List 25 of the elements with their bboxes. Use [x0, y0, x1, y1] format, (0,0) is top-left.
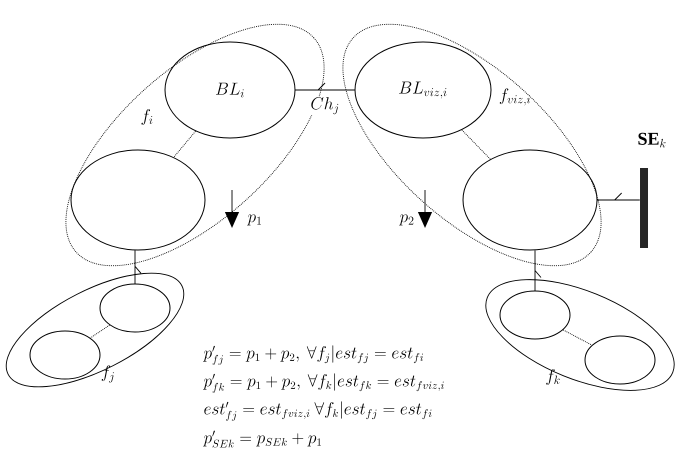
equation: $p'_{fj}=p_1+p_2,\ \forall f_j|est_{fj}=est_{fi}$: [203, 345, 424, 365]
ellipse-node: [584, 336, 656, 384]
connector-line: [295, 82, 355, 90]
ellipse-node: [100, 284, 170, 332]
load-label: $p_1$: [247, 214, 261, 226]
connector-line: [173, 130, 196, 158]
connector-line: [90, 324, 110, 338]
load-label: $p_2$: [399, 214, 414, 226]
ellipse-node: $BL_{viz,i}$: [354, 42, 492, 138]
connector-line: [461, 130, 491, 160]
equation: $p'_{SEk}=p_{SEk}+p_1$: [203, 430, 321, 448]
equation: $p'_{fk}=p_1+p_2,\ \forall f_k|est_{fk}=est_{fviz,i}$: [203, 373, 444, 393]
connector-line: [534, 250, 542, 291]
connector-line: [562, 329, 592, 346]
connector-line: [134, 250, 142, 284]
ellipse-node: $BL_i$: [164, 42, 296, 138]
ellipse-node: [462, 150, 598, 250]
ellipse-node: [30, 330, 100, 380]
ellipse-node: [70, 150, 206, 250]
edge-label: $Ch_j$: [311, 97, 338, 114]
busbar: $\mathbf{SE}_k$: [638, 132, 666, 248]
ellipse-node: [500, 290, 570, 340]
equation: $est'_{fj}=est_{fviz,i}\ \forall f_k|est_{fj}=est_{fi}$: [204, 401, 432, 421]
connector-line: [597, 192, 640, 200]
node-label: $\mathbf{SE}_k$: [638, 132, 666, 148]
